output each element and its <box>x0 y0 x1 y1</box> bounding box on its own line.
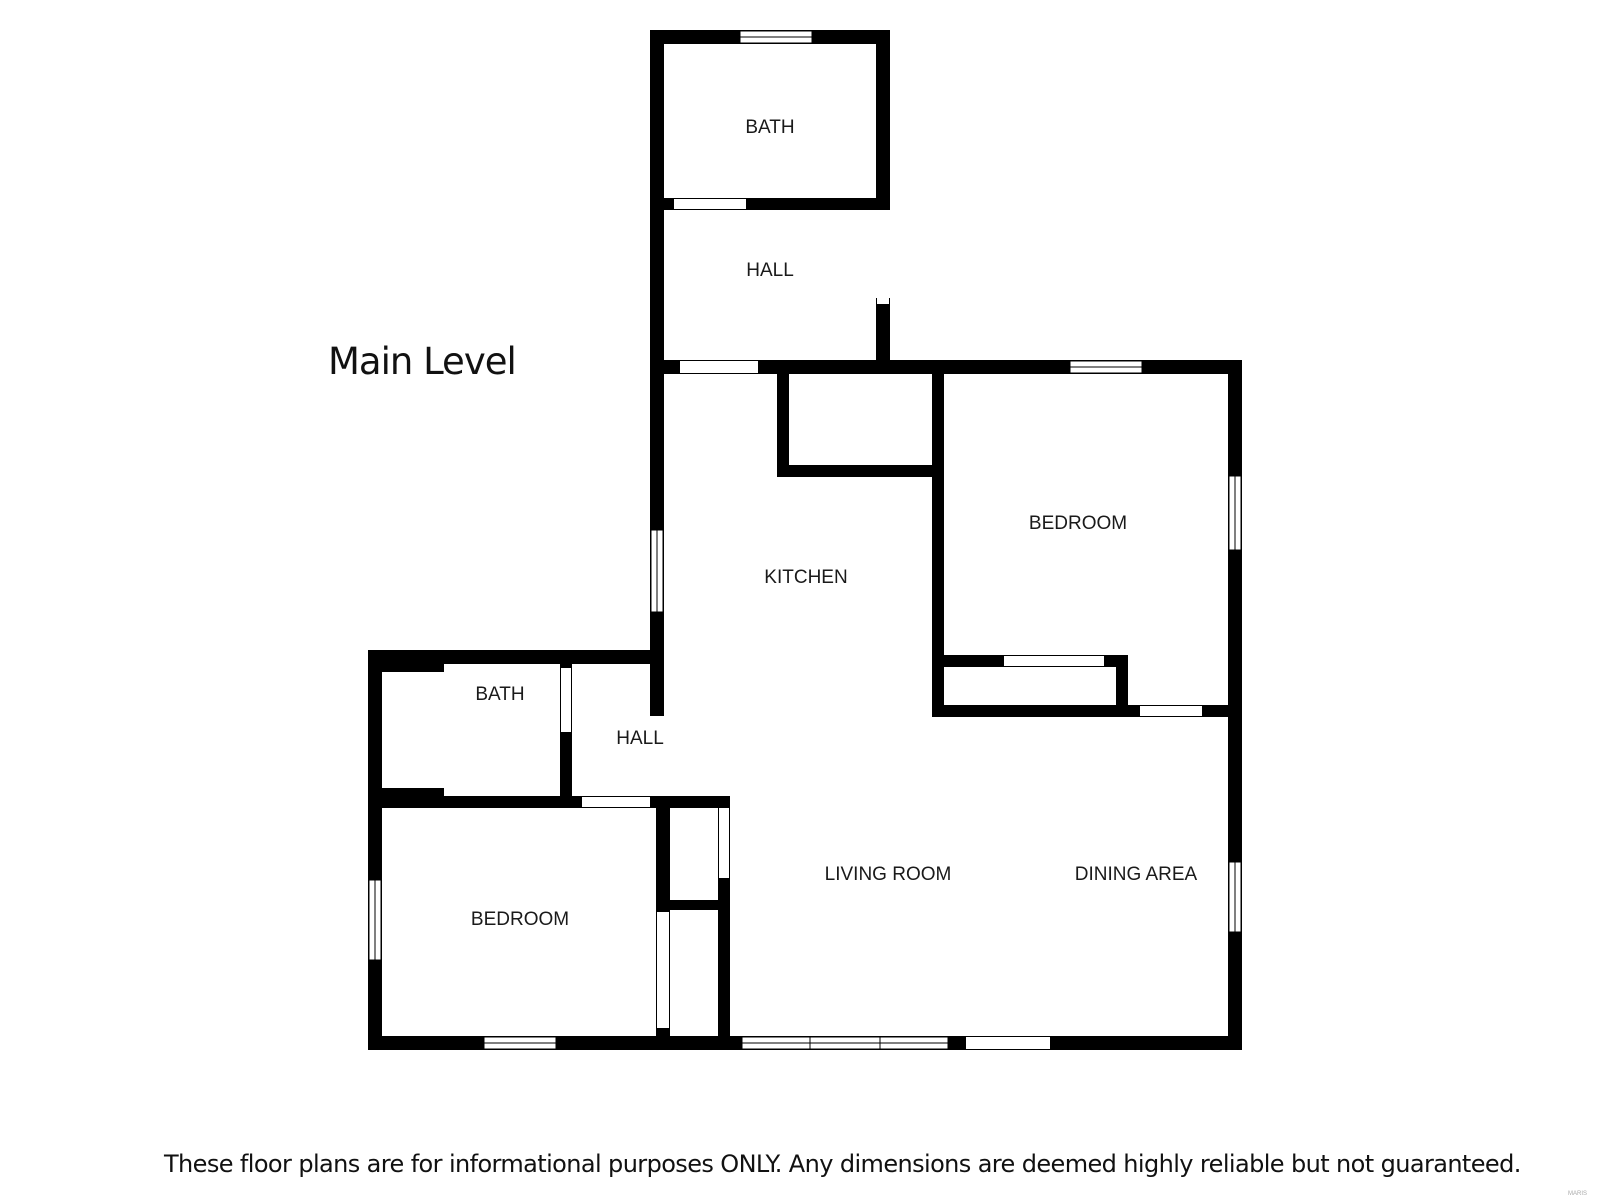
level-title: Main Level <box>328 340 517 383</box>
door-opening <box>674 199 746 209</box>
watermark: MARIS <box>1568 1191 1588 1197</box>
wall-segment <box>932 374 944 714</box>
wall-segment <box>368 650 382 1050</box>
room-label-kitchen: KITCHEN <box>764 567 847 588</box>
door-opening <box>1004 656 1104 666</box>
door-opening <box>877 226 889 304</box>
room-label-bath-upper: BATH <box>745 117 794 138</box>
room-label-bath-lower: BATH <box>475 684 524 705</box>
wall-segment <box>1116 655 1128 715</box>
room-label-living-room: LIVING ROOM <box>825 864 952 885</box>
room-label-hall-lower: HALL <box>616 728 664 749</box>
wall-segment <box>382 788 444 798</box>
wall-segment <box>670 796 730 808</box>
wall-segment <box>777 465 937 477</box>
wall-segment <box>650 30 664 370</box>
door-opening <box>719 808 729 878</box>
wall-segment <box>876 30 890 208</box>
door-opening <box>966 1037 1050 1049</box>
wall-segment <box>382 664 444 672</box>
disclaimer-text: These floor plans are for informational … <box>164 1150 1521 1178</box>
walls <box>368 30 1242 1050</box>
door-opening <box>582 797 650 807</box>
room-label-bedroom-right: BEDROOM <box>1029 513 1127 534</box>
room-label-dining-area: DINING AREA <box>1075 864 1198 885</box>
door-opening <box>680 361 758 373</box>
door-opening <box>1140 706 1202 716</box>
door-opening <box>561 668 571 732</box>
door-opening <box>657 912 669 1028</box>
wall-segment <box>777 374 789 474</box>
windows <box>368 30 1242 1050</box>
wall-segment <box>670 900 730 910</box>
room-label-hall-upper: HALL <box>746 260 794 281</box>
wall-segment <box>876 298 890 370</box>
room-labels: BATH HALL KITCHEN BEDROOM BATH HALL LIVING ROO… <box>471 117 1198 930</box>
room-label-bedroom-left: BEDROOM <box>471 909 569 930</box>
wall-segment <box>368 650 664 664</box>
